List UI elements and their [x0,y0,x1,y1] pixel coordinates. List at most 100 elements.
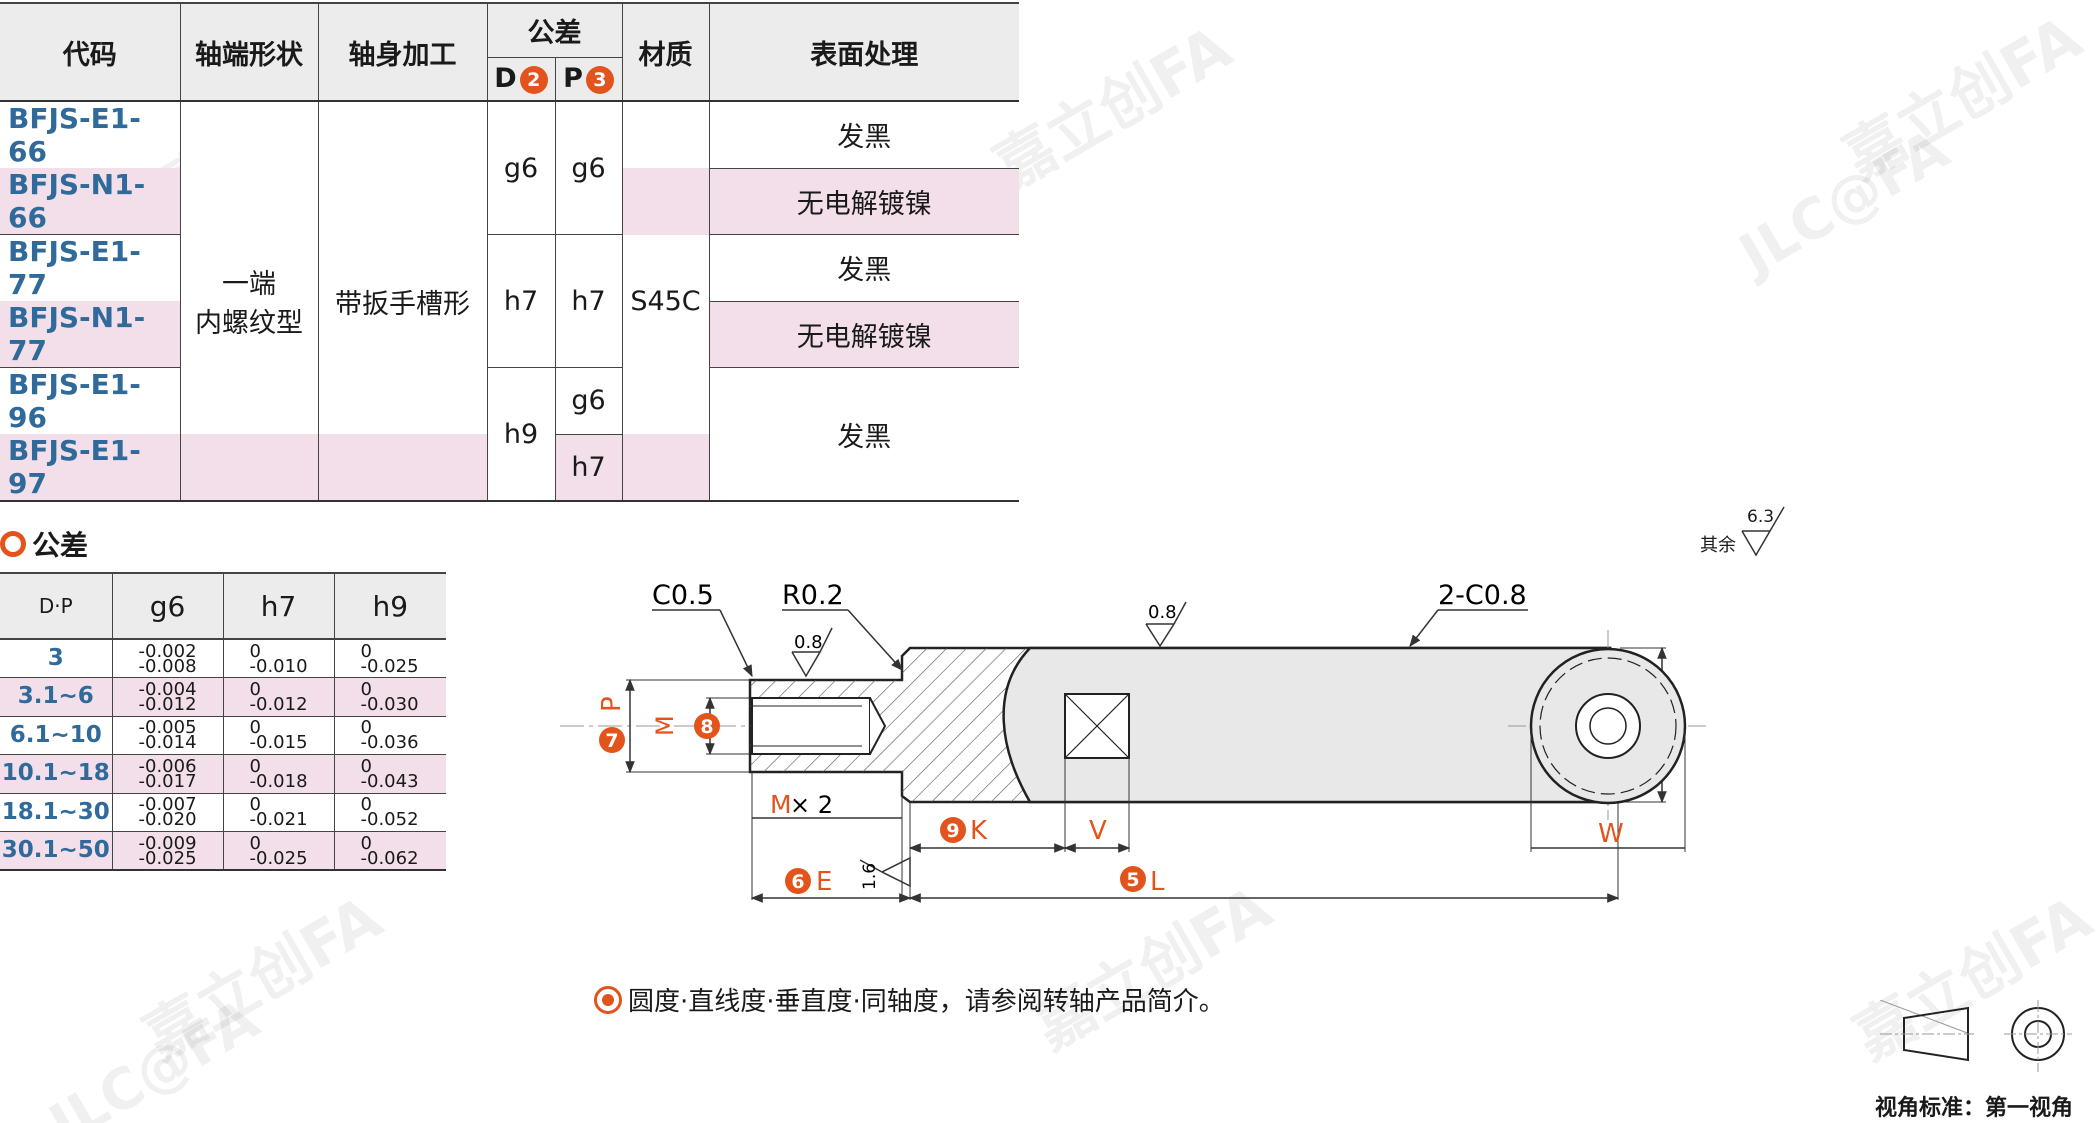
roughness-inner: 0.8 [794,632,823,653]
header-tolerance: 公差 [487,3,623,58]
surface-cell: 发黑 [709,367,1019,501]
tol-value-h7: 0-0.018 [223,754,335,794]
roughness-face: 1.6 [860,863,880,890]
surface-cell: 无电解镀镍 [709,168,1019,235]
badge-9: 9 [946,820,959,842]
target-icon [594,985,622,1014]
tol-value-h9: 0-0.052 [334,793,446,832]
tol-range: 30.1~50 [0,831,113,871]
tol-value-h7: 0-0.015 [223,716,335,755]
tol-value-h9: 0-0.030 [334,677,446,717]
tol-p-cell: h7 [555,434,623,501]
badge-6: 6 [791,871,804,893]
watermark-logo: JLC@FA [1729,117,1960,288]
tol-value-h9: 0-0.036 [334,716,446,755]
code-cell: BFJS-E1-77 [0,234,181,301]
threaded-hole [751,697,871,755]
dim-v: V [1089,816,1107,846]
tol-value-g6: -0.006-0.017 [112,754,224,794]
surface-cell: 发黑 [709,101,1019,169]
tol-value-h7: 0-0.012 [223,677,335,717]
material-cell: S45C [622,234,710,368]
code-cell: BFJS-N1-77 [0,301,181,368]
ring-icon [0,531,26,557]
tol-d-cell: g6 [487,101,556,235]
shaft-drawing: C0.5 R0.2 0.8 0.8 2-C0.8 7 P M 8 D 4 M ×… [560,580,1667,903]
header-shaft-end: 轴端形状 [180,3,319,102]
tolerance-title: 公差 [0,524,88,564]
view-standard: 视角标准：第一视角 [1875,1096,2074,1121]
dim-mx2-rest: × 2 [790,791,833,819]
badge-7: 7 [605,730,618,752]
tol-header: g6 [112,572,224,640]
tol-value-g6: -0.005-0.014 [112,716,224,755]
tol-p-cell: g6 [555,367,623,435]
tol-value-g6: -0.002-0.008 [112,639,224,678]
tol-value-h7: 0-0.010 [223,639,335,678]
roughness-top: 0.8 [1148,602,1177,623]
shaft-end-cell: 一端内螺纹型 [180,234,319,368]
badge-2: 2 [519,65,548,94]
watermark: 嘉立创FA [132,882,394,1074]
tol-range: 18.1~30 [0,793,113,832]
tol-p-cell: g6 [555,101,623,235]
fillet-label: R0.2 [782,580,844,611]
tol-header: D·P [0,572,113,640]
dim-l: L [1150,867,1165,897]
surface-cell: 发黑 [709,234,1019,302]
code-cell: BFJS-E1-97 [0,434,181,501]
code-cell: BFJS-E1-66 [0,101,181,168]
tol-d-cell: h9 [487,367,556,501]
tol-range: 6.1~10 [0,716,113,755]
dim-e: E [816,867,832,897]
badge-5: 5 [1126,869,1139,891]
dim-m: M [651,715,679,736]
dim-p: P [597,696,627,712]
tol-range: 10.1~18 [0,754,113,794]
tol-p-cell: h7 [555,234,623,368]
header-code: 代码 [0,3,181,102]
tol-range: 3.1~6 [0,677,113,717]
tol-value-g6: -0.004-0.012 [112,677,224,717]
dim-w: W [1598,819,1624,849]
chamfer-label: C0.5 [652,580,714,611]
tol-value-h7: 0-0.025 [223,831,335,871]
roughness-rest: 其余 6.3 [1700,505,1790,565]
first-angle-projection-icon [1880,1000,2072,1072]
watermark: 嘉立创FA [1832,2,2094,194]
shaft-body-cell: 带扳手槽形 [318,234,488,368]
tol-header: h9 [334,572,446,640]
code-cell: BFJS-E1-96 [0,367,181,434]
header-shaft-body: 轴身加工 [318,3,488,102]
badge-8: 8 [700,716,713,738]
tol-value-g6: -0.009-0.025 [112,831,224,871]
tol-value-h7: 0-0.021 [223,793,335,832]
tol-value-h9: 0-0.062 [334,831,446,871]
badge-3: 3 [585,65,614,94]
code-cell: BFJS-N1-66 [0,168,181,235]
tol-value-h9: 0-0.025 [334,639,446,678]
surface-cell: 无电解镀镍 [709,301,1019,368]
tol-value-g6: -0.007-0.020 [112,793,224,832]
header-material: 材质 [622,3,710,102]
hatched-section [750,648,1030,802]
tol-range: 3 [0,639,113,678]
header-surface: 表面处理 [709,3,1019,102]
tol-value-h9: 0-0.043 [334,754,446,794]
tol-header: h7 [223,572,335,640]
note: 圆度·直线度·垂直度·同轴度，请参阅转轴产品简介。 [594,981,1225,1018]
end-view-drawing: W [1508,630,1710,852]
chamfer2-label: 2-C0.8 [1438,580,1527,611]
watermark-logo: JLC@FA [39,987,270,1123]
tol-d-cell: h7 [487,234,556,368]
